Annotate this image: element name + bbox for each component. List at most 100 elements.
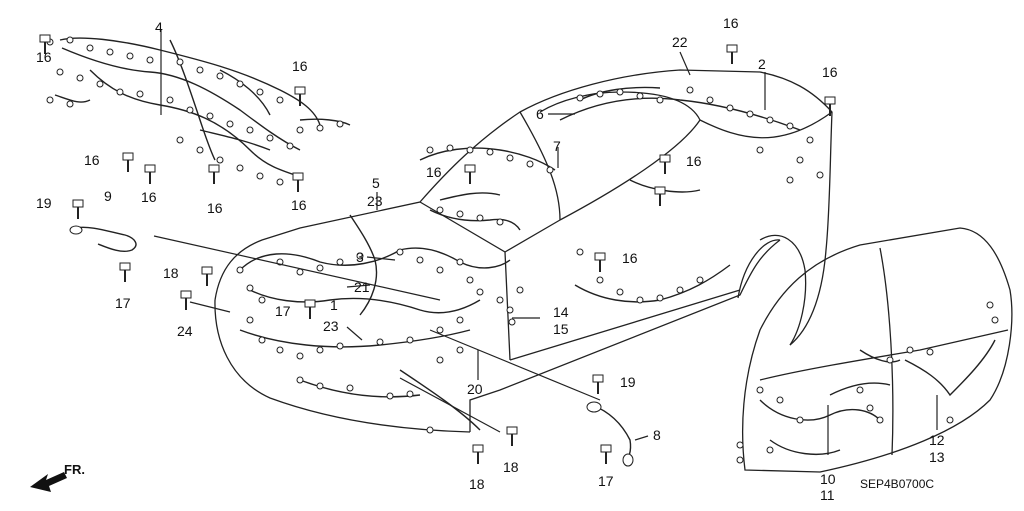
label-21: 21	[354, 279, 370, 295]
main-harness	[239, 86, 801, 431]
bolt-icon	[824, 96, 836, 116]
bolt-icon	[600, 444, 612, 464]
connector-icon	[276, 96, 284, 104]
connector-icon	[506, 306, 514, 314]
connector-icon	[396, 248, 404, 256]
connector-icon	[596, 90, 604, 98]
label-19: 19	[36, 195, 52, 211]
bolt-icon	[72, 199, 84, 219]
bolt-icon	[294, 86, 306, 106]
label-16: 16	[723, 15, 739, 31]
connector-icon	[576, 94, 584, 102]
connector-icon	[136, 90, 144, 98]
connector-icon	[686, 86, 694, 94]
connector-icon	[736, 456, 744, 464]
connector-icon	[76, 74, 84, 82]
door-harness	[759, 339, 996, 455]
connector-icon	[816, 171, 824, 179]
connector-icon	[226, 120, 234, 128]
connector-icon	[526, 160, 534, 168]
label-23: 23	[367, 193, 383, 209]
connector-icon	[376, 338, 384, 346]
front-direction-indicator: FR.	[30, 462, 85, 492]
connector-icon	[296, 352, 304, 360]
label-23: 23	[323, 318, 339, 334]
connector-icon	[866, 404, 874, 412]
connector-icon	[508, 318, 516, 326]
connector-icon	[446, 144, 454, 152]
connector-icon	[86, 44, 94, 52]
label-2: 2	[758, 56, 766, 72]
label-16: 16	[141, 189, 157, 205]
connector-icon	[246, 284, 254, 292]
bolt-icon	[39, 34, 51, 54]
ground-cable-9	[69, 225, 137, 253]
connector-icon	[796, 416, 804, 424]
connector-icon	[266, 134, 274, 142]
ground-cable-8	[586, 401, 634, 467]
connector-icon	[316, 264, 324, 272]
diagram-code: SEP4B0700C	[860, 477, 934, 491]
connector-icon	[616, 88, 624, 96]
connector-icon	[236, 80, 244, 88]
label-14: 14	[553, 304, 569, 320]
label-5: 5	[372, 175, 380, 191]
connector-icon	[796, 156, 804, 164]
label-3: 3	[356, 249, 364, 265]
connector-icon	[746, 110, 754, 118]
connector-icon	[656, 96, 664, 104]
connector-icon	[466, 276, 474, 284]
bolt-icon	[208, 164, 220, 184]
connector-icon	[336, 258, 344, 266]
connector-icon	[176, 58, 184, 66]
connector-icon	[356, 252, 364, 260]
connector-icon	[316, 382, 324, 390]
connector-icon	[476, 288, 484, 296]
connector-icon	[436, 266, 444, 274]
bolt-icon	[464, 164, 476, 184]
bolt-icon	[659, 154, 671, 174]
connector-icon	[216, 156, 224, 164]
connector-icon	[436, 326, 444, 334]
connector-icon	[456, 258, 464, 266]
connector-icon	[116, 88, 124, 96]
connector-icon	[756, 146, 764, 154]
bolt-icon	[292, 172, 304, 192]
connector-icon	[596, 276, 604, 284]
connector-icon	[416, 256, 424, 264]
connector-icon	[726, 104, 734, 112]
label-15: 15	[553, 321, 569, 337]
connector-icon	[196, 146, 204, 154]
connector-icon	[46, 96, 54, 104]
connector-icon	[456, 210, 464, 218]
connector-icon	[786, 122, 794, 130]
connector-icon	[296, 268, 304, 276]
connector-icon	[386, 392, 394, 400]
connector-icon	[456, 316, 464, 324]
connector-icon	[276, 178, 284, 186]
connector-icon	[456, 346, 464, 354]
connector-icon	[256, 172, 264, 180]
connector-icon	[636, 296, 644, 304]
connector-icon	[336, 342, 344, 350]
connector-icon	[991, 316, 999, 324]
label-20: 20	[467, 381, 483, 397]
label-11: 11	[820, 487, 835, 503]
label-16: 16	[622, 250, 638, 266]
connector-icon	[986, 301, 994, 309]
direction-label: FR.	[64, 462, 85, 477]
connector-icon	[576, 248, 584, 256]
label-10: 10	[820, 471, 836, 487]
connector-icon	[906, 346, 914, 354]
connector-icon	[246, 316, 254, 324]
bolt-group	[39, 34, 836, 464]
door-panel	[742, 227, 1013, 473]
label-8: 8	[653, 427, 661, 443]
connector-icon	[316, 346, 324, 354]
connector-icon	[876, 416, 884, 424]
label-16: 16	[291, 197, 307, 213]
connector-icon	[196, 66, 204, 74]
label-6: 6	[536, 106, 544, 122]
connector-icon	[756, 386, 764, 394]
connector-icon	[258, 336, 266, 344]
